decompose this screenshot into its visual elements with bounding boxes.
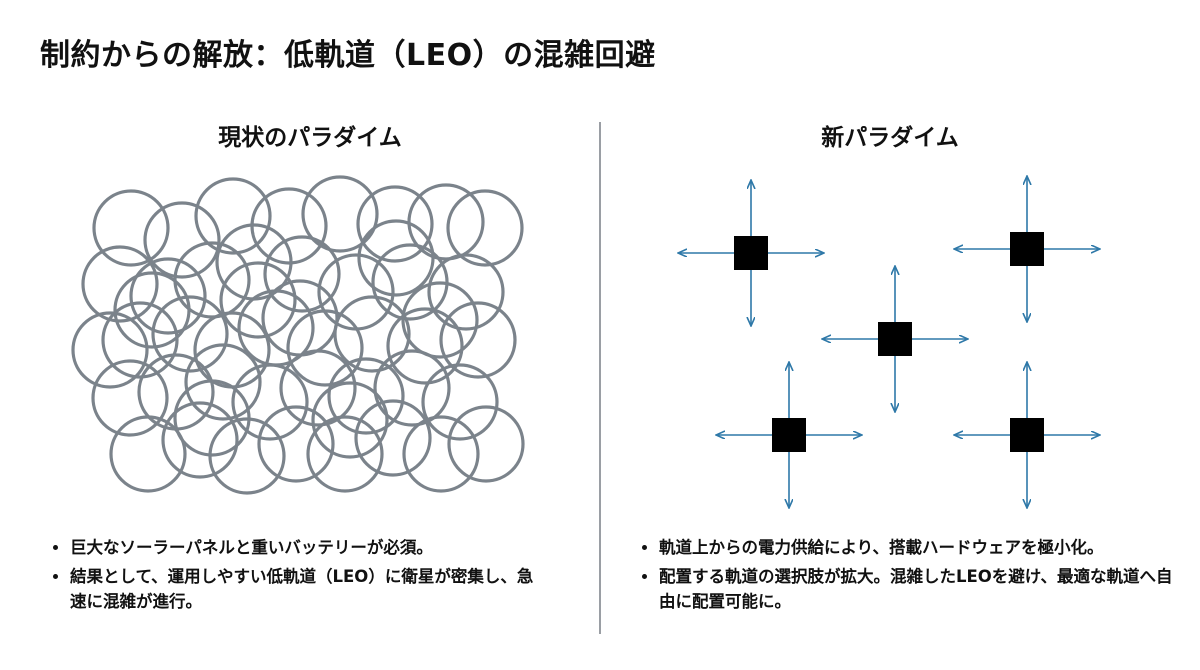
orbit-ring [306,415,384,493]
orbit-ring [386,307,464,385]
orbit-ring [219,261,297,339]
congested-orbits-illustration [71,175,525,495]
new-paradigm-heading: 新パラダイム [821,125,959,151]
orbit-ring [421,363,499,441]
satellite-square [878,322,912,356]
orbit-ring [151,295,229,373]
new-bullet-2: 配置する軌道の選択肢が拡大。混雑したLEOを避け、最適な軌道へ自由に配置可能に。 [659,564,1179,614]
orbit-ring [356,185,434,263]
distributed-satellites-illustration [679,177,1099,507]
satellite-square [734,236,768,270]
orbit-ring [261,279,339,357]
orbit-ring [401,281,479,359]
orbit-ring [184,343,262,421]
orbit-ring [402,415,480,493]
orbit-ring [354,399,432,477]
current-paradigm-heading: 現状のパラダイム [218,125,402,151]
new-bullet-1: 軌道上からの電力供給により、搭載ハードウェアを極小化。 [659,535,1179,560]
slide-title: 制約からの解放：低軌道（LEO）の混雑回避 [40,38,656,73]
satellite-square [1010,418,1044,452]
satellite-square [772,418,806,452]
orbit-ring [446,189,524,267]
orbit-ring [194,177,272,255]
orbit-ring [109,415,187,493]
orbit-ring [357,219,435,297]
column-divider [599,122,601,634]
orbit-ring [143,201,221,279]
orbit-ring [81,245,159,323]
orbit-ring [113,271,191,349]
orbit-ring [447,405,525,483]
satellite-with-arrows [717,363,861,507]
orbit-ring [327,357,405,435]
orbit-ring [257,405,335,483]
orbit-ring [301,175,379,253]
satellite-with-arrows [955,363,1099,507]
satellite-with-arrows [823,267,967,411]
orbit-ring [371,243,449,321]
orbit-ring [71,311,149,389]
orbit-ring [439,301,517,379]
orbit-ring [161,401,239,479]
new-paradigm-bullets: 軌道上からの電力供給により、搭載ハードウェアを極小化。 配置する軌道の選択肢が拡… [637,535,1179,618]
orbit-ring [263,235,341,313]
orbit-ring [215,223,293,301]
orbit-ring [311,381,389,459]
orbit-ring [129,257,207,335]
satellite-with-arrows [955,177,1099,321]
orbit-ring [427,253,505,331]
orbit-ring [92,189,170,267]
orbit-ring [373,349,451,427]
orbit-ring [231,363,309,441]
current-paradigm-bullets: 巨大なソーラーパネルと重いバッテリーが必須。 結果として、運用しやすい低軌道（L… [48,535,540,618]
satellite-square [1010,232,1044,266]
orbit-ring [101,301,179,379]
current-bullet-1: 巨大なソーラーパネルと重いバッテリーが必須。 [70,535,540,560]
current-bullet-2: 結果として、運用しやすい低軌道（LEO）に衛星が密集し、急速に混雑が進行。 [70,564,540,614]
satellite-with-arrows [679,181,823,325]
orbit-ring [173,379,251,457]
orbit-ring [286,309,364,387]
orbit-ring [91,359,169,437]
